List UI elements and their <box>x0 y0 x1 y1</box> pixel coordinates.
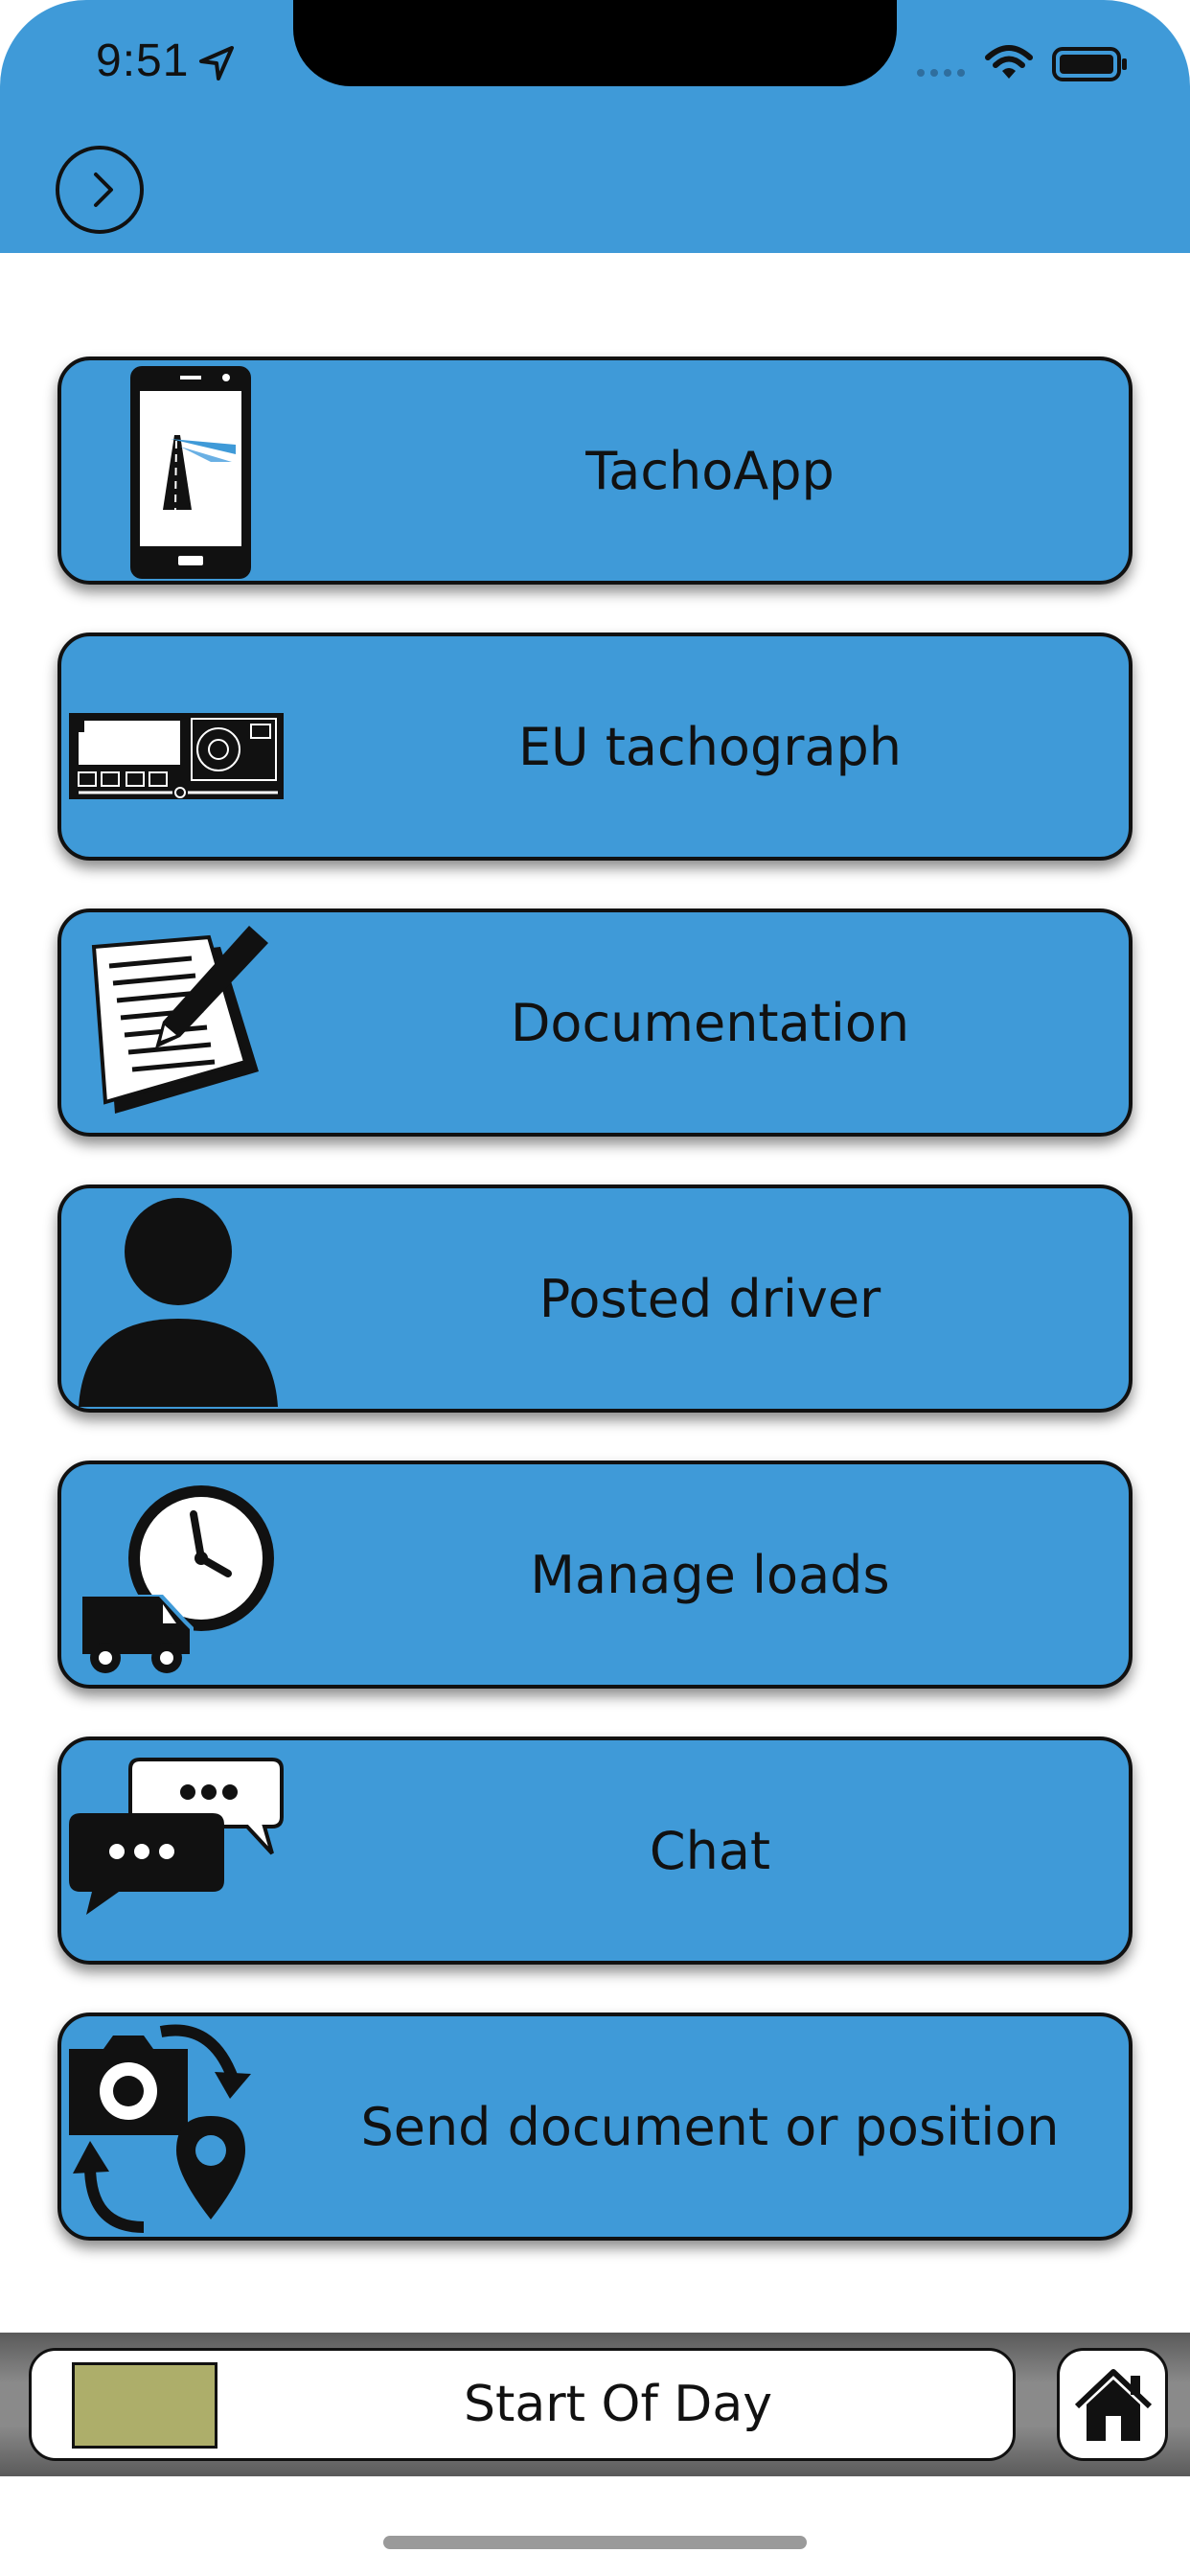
home-indicator[interactable] <box>383 2536 807 2549</box>
document-pen-icon <box>91 926 268 1114</box>
posted-driver-label: Posted driver <box>538 1268 881 1329</box>
start-of-day-label: Start Of Day <box>463 2376 772 2433</box>
send-document-label: Send document or position <box>360 2096 1060 2157</box>
home-button[interactable] <box>1057 2348 1168 2461</box>
menu-button-tachoapp[interactable]: TachoApp <box>57 356 1133 585</box>
status-color-swatch <box>72 2362 217 2449</box>
tachograph-device-icon <box>69 713 284 799</box>
wifi-icon <box>985 45 1033 79</box>
phone-road-icon <box>130 366 251 579</box>
clock-truck-icon <box>79 1485 274 1673</box>
camera-location-icon <box>69 2024 251 2233</box>
person-icon <box>79 1198 278 1407</box>
menu-button-eu-tachograph[interactable]: EU tachograph <box>57 632 1133 861</box>
chevron-right-icon <box>94 172 113 207</box>
chat-label: Chat <box>649 1820 771 1881</box>
start-of-day-button[interactable]: Start Of Day <box>29 2348 1016 2461</box>
menu-button-send-document[interactable]: Send document or position <box>57 2012 1133 2241</box>
manage-loads-label: Manage loads <box>530 1544 890 1605</box>
home-icon <box>1074 2369 1153 2441</box>
menu-button-chat[interactable]: Chat <box>57 1736 1133 1965</box>
bottom-toolbar: Start Of Day <box>0 2333 1190 2476</box>
forward-nav-button[interactable] <box>56 146 144 234</box>
cellular-signal-icon <box>917 69 965 77</box>
status-time: 9:51 <box>96 35 190 86</box>
menu-button-manage-loads[interactable]: Manage loads <box>57 1460 1133 1689</box>
device-notch <box>293 0 897 86</box>
chat-bubbles-icon <box>69 1758 284 1915</box>
header-bar: 9:51 <box>0 0 1190 253</box>
eu-tachograph-label: EU tachograph <box>517 716 903 777</box>
menu-button-posted-driver[interactable]: Posted driver <box>57 1184 1133 1413</box>
tachoapp-label: TachoApp <box>585 440 835 501</box>
documentation-label: Documentation <box>510 992 910 1053</box>
location-arrow-icon <box>199 46 234 80</box>
menu-button-documentation[interactable]: Documentation <box>57 908 1133 1137</box>
battery-icon <box>1052 47 1127 81</box>
